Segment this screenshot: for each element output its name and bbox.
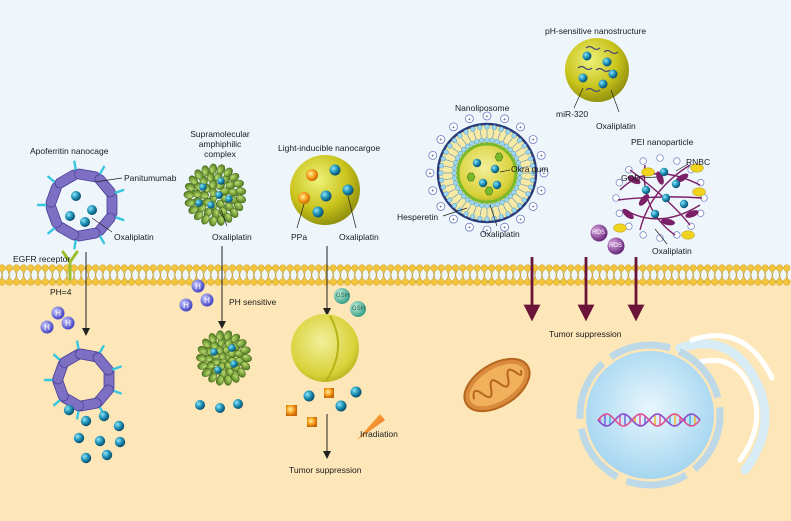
pointer-hesperetin [442,207,468,217]
light-beam-icon [357,414,385,440]
svg-text:+: + [519,217,522,223]
nanocargo-internalized [291,314,359,382]
label-ppa: PPa [291,232,308,242]
label-supramolecular-oxaliplatin: Oxaliplatin [212,232,252,242]
endoplasmic-reticulum [675,333,775,475]
svg-text:+: + [486,228,489,234]
label-ph-nanostructure: pH-sensitive nanostructure [545,26,647,36]
label-pei-nanoparticle: PEI nanoparticle [631,137,694,147]
svg-text:+: + [543,171,546,177]
ros-molecules [590,224,625,255]
mitochondrion-icon [463,357,531,413]
pointer-supramolecular-oxaliplatin [220,209,228,227]
svg-text:+: + [439,137,442,143]
label-gsh-1: GSH [336,293,350,299]
svg-text:H: H [44,323,50,332]
svg-text:+: + [486,114,489,120]
svg-text:+: + [540,189,543,195]
label-tumor-suppression-1: Tumor suppression [289,465,362,475]
label-nanoliposome: Nanoliposome [455,103,510,113]
pointer-ppa [296,203,305,229]
released-oxaliplatin [63,404,126,464]
extracellular-space [0,0,791,280]
svg-text:+: + [532,137,535,143]
label-tumor-suppression-2: Tumor suppression [549,329,622,339]
svg-text:+: + [452,125,455,131]
label-nano-oxaliplatin: Oxaliplatin [596,121,636,131]
nanoliposome: + + + + + + + + + + + + + + + + + + + + [425,111,549,235]
label-egfr-receptor: EGFR receptor [13,254,71,264]
pointer-rnbc [675,163,689,172]
gsh-molecules [334,288,366,317]
svg-text:H: H [183,301,189,310]
label-hesperetin: Hesperetin [397,212,439,222]
pointer-liposome-oxaliplatin [489,204,498,227]
svg-text:H: H [204,296,210,305]
svg-text:+: + [532,205,535,211]
label-light-inducible: Light-inducible nanocargoe [278,143,381,153]
pointer-mir320 [573,87,584,109]
pointer-cargo-oxaliplatin [347,195,357,229]
supramolecular-complex-released [195,330,252,413]
svg-text:+: + [431,189,434,195]
light-inducible-nanocargo [290,155,360,225]
supramolecular-complex [183,163,247,227]
label-pei-oxaliplatin: Oxaliplatin [652,246,692,256]
svg-text:H: H [195,282,201,291]
ph-sensitive-nanostructure [565,38,629,102]
svg-text:+: + [503,225,506,231]
apoferritin-nanocage-released [43,340,122,420]
svg-text:+: + [429,171,432,177]
pointer-pei-oxaliplatin [654,228,668,245]
apoferritin-nanocage [36,160,125,250]
label-ph4: PH=4 [50,287,72,297]
pointer-apoferritin-oxaliplatin [91,217,113,233]
label-ros-1: ROS [592,230,606,236]
pointer-god [640,176,658,179]
svg-text:+: + [503,117,506,123]
pei-nanoparticle [612,154,708,242]
label-apoferritin-oxaliplatin: Oxaliplatin [114,232,154,242]
label-rnbc: RNBC [686,157,711,167]
egfr-receptor-icon [61,250,79,281]
suppression-arrows [523,257,645,322]
label-liposome-oxaliplatin: Oxaliplatin [480,229,520,239]
svg-text:+: + [452,217,455,223]
label-okra-gum: Okra gum [511,164,549,174]
dna-helix-icon [597,413,701,427]
label-panitumumab: Panitumumab [124,173,177,183]
cell-membrane [0,264,791,286]
pointer-okra-gum [499,169,511,173]
pointer-nano-oxaliplatin [610,89,620,113]
label-apoferritin-nanocage: Apoferritin nanocage [30,146,109,156]
svg-text:+: + [468,225,471,231]
pointer-panitumumab [94,177,123,183]
svg-text:+: + [468,117,471,123]
svg-text:H: H [65,319,71,328]
svg-text:H: H [55,309,61,318]
svg-text:+: + [439,205,442,211]
label-god: GOD [621,173,641,183]
svg-text:+: + [431,153,434,159]
label-ph-sensitive: PH sensitive [229,297,277,307]
svg-text:+: + [519,125,522,131]
released-ppa-and-drug [286,386,362,427]
label-supramolecular: Supramolecular amphiphilic complex [190,129,250,159]
label-irradiation: Irradiation [360,429,398,439]
svg-text:+: + [540,153,543,159]
label-mir320: miR-320 [556,109,589,119]
label-cargo-oxaliplatin: Oxaliplatin [339,232,379,242]
nucleus-icon [576,341,724,489]
label-gsh-2: GSH [352,306,366,312]
label-ros-2: ROS [609,243,623,249]
